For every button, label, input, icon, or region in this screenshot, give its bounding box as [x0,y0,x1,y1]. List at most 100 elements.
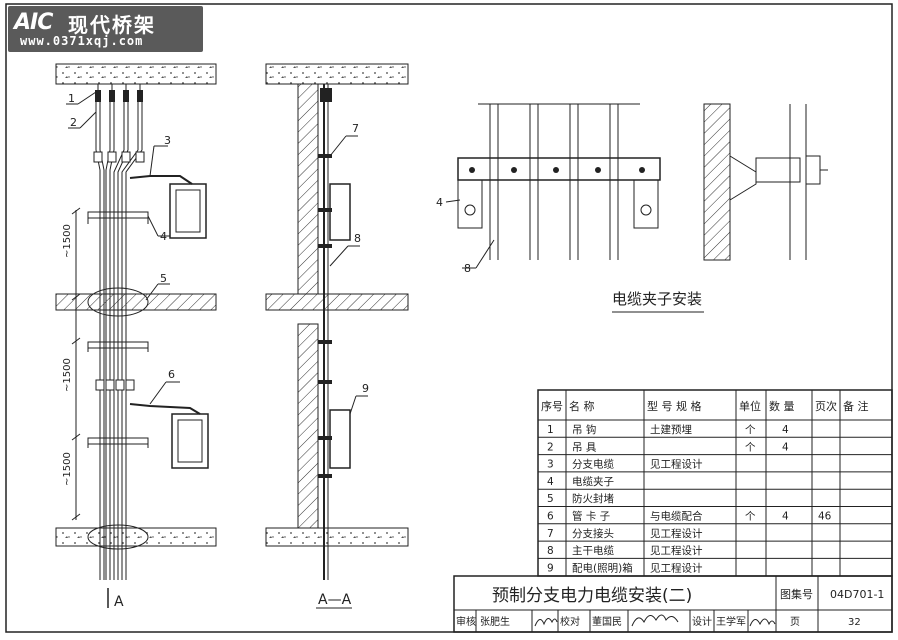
distribution-box-lower [171,413,209,469]
bottom-slab [55,527,217,547]
watermark-url: www.0371xqj.com [20,34,144,48]
bom-cell: 配电(照明)箱 [572,561,633,574]
section-aa-view: 7 8 9 A—A [265,63,409,609]
bom-cell: 3 [547,459,554,471]
detail-right-bracket [633,179,659,229]
bom-header-cell: 型 号 规 格 [647,399,702,413]
detail-side-nut [805,155,821,185]
bom-cell: 1 [547,424,554,436]
check-label: 校对 [560,615,580,628]
bom-cell: 4 [782,424,789,436]
bom-cell: 分支电缆 [572,458,614,471]
title-block: 预制分支电力电缆安装(二) 图集号 04D701-1 审核 张肥生 校对 董国民… [453,575,893,633]
section-aa-label: A—A [318,592,352,608]
clamp-detail-view: 4 8 电缆夹子安装 [436,103,828,313]
dimension-text-1: ~1500 [62,224,73,258]
callout-leaders-left [66,91,180,405]
detail-title: 电缆夹子安装 [612,290,702,308]
aa-box-upper [329,183,351,241]
aa-callout-leaders [329,135,368,415]
cable-clamp-middle [87,341,149,352]
page-number: 32 [848,617,861,628]
detail-anchor-right [640,204,652,216]
sheet-border [5,3,893,633]
top-slab [55,63,217,85]
aa-wall-lower [297,323,319,529]
hanger-hooks [95,84,143,102]
detail-side-wall [703,103,731,261]
bom-cell: 吊 钩 [572,424,596,436]
callout-2: 2 [70,116,77,129]
watermark: AIC 现代桥架 www.0371xqj.com [8,6,203,52]
bom-cell: 见工程设计 [650,527,703,540]
detail-callout-4: 4 [436,196,443,209]
watermark-name: 现代桥架 [68,13,156,37]
page-label: 页 [790,616,800,628]
atlas-number: 04D701-1 [830,588,884,601]
main-cables [93,102,145,580]
bom-cell: 吊 具 [572,441,597,453]
dimension-lines [71,207,81,521]
bom-cell: 见工程设计 [650,561,703,574]
bom-header-cell: 数 量 [769,400,795,413]
atlas-number-label: 图集号 [780,587,813,601]
fire-stop-middle [87,287,149,317]
callout-5: 5 [160,272,167,285]
checker-name: 董国民 [592,615,622,628]
distribution-box-door-lower [177,419,203,463]
callout-3: 3 [164,134,171,147]
bom-header-cell: 名 称 [569,399,595,413]
bom-cell: 8 [547,545,554,557]
bom-cell: 2 [547,441,554,453]
designer-name: 王学军 [716,615,746,628]
aa-wall-upper [297,83,319,295]
left-elevation-view: ~1500 ~1500 ~1500 1 2 3 4 5 6 A [55,63,217,610]
aa-bottom-slab [265,527,409,547]
aa-box-lower [329,409,351,469]
bom-header-cell: 序号 [541,399,563,413]
distribution-box-door-upper [175,189,201,233]
reviewer-name: 张肥生 [480,615,510,628]
bom-cell: 4 [782,441,789,453]
callout-7: 7 [352,122,359,135]
detail-anchor-left [464,204,476,216]
dimension-text-2: ~1500 [62,358,73,392]
callout-6: 6 [168,368,175,381]
bom-cell: 土建预埋 [650,423,692,436]
branch-cable-lower [129,403,201,415]
bom-cell: 见工程设计 [650,544,703,557]
bom-cell: 46 [818,511,832,523]
designer-signature [749,618,776,627]
bom-cell: 防火封堵 [572,492,614,505]
watermark-logo: AIC [14,10,53,35]
detail-bolts [469,167,645,173]
detail-side-clamp [755,157,801,183]
branch-connectors-lower [95,379,135,391]
bom-header-cell: 单位 [739,399,761,413]
bom-cell: 见工程设计 [650,458,703,471]
bom-cell: 主干电缆 [572,544,614,557]
bom-cell: 分支接头 [572,527,614,540]
middle-slab [55,293,217,311]
reviewer-signature [534,618,558,627]
aa-middle-slab [265,293,409,311]
callout-9: 9 [362,382,369,395]
bom-cell: 个 [745,511,756,523]
cable-clamp-upper [87,211,149,224]
bom-cell: 电缆夹子 [572,475,614,488]
section-marker-label: A [114,594,124,610]
bom-cell: 6 [547,511,554,523]
dimension-text-3: ~1500 [62,452,73,486]
aa-top-slab [265,63,409,85]
drawing-title: 预制分支电力电缆安装(二) [492,586,692,606]
detail-vertical-cables [489,104,619,260]
bom-grid [538,390,892,576]
branch-cable-upper [129,175,193,185]
detail-clamp-bar [457,157,661,181]
bom-cell: 7 [547,528,554,540]
fire-stop-bottom [87,524,149,550]
bom-cell: 4 [547,476,554,488]
